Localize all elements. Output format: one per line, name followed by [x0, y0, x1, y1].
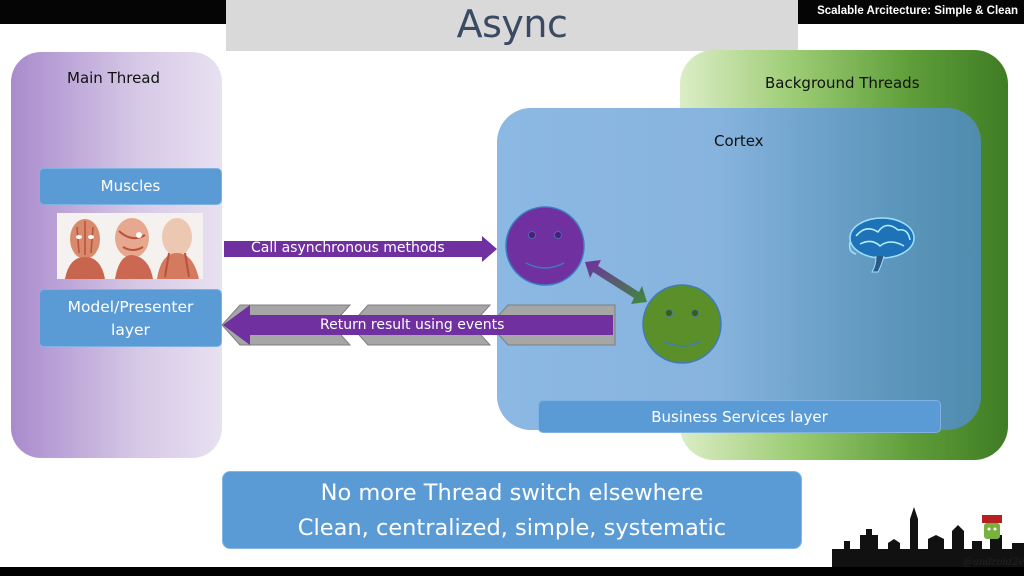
note-line-2: Clean, centralized, simple, systematic	[297, 515, 727, 541]
head-front	[65, 219, 105, 279]
presenter-label-line2: layer	[111, 321, 150, 339]
return-arrow	[221, 304, 616, 346]
bottom-bar	[0, 567, 1024, 576]
green-smiley	[642, 284, 722, 364]
header-tag: Scalable Arcitecture: Simple & Clean	[817, 5, 1018, 17]
slide-title: Async	[456, 2, 568, 46]
call-arrow-shape	[224, 236, 497, 262]
head-back	[157, 218, 199, 279]
head-side	[115, 218, 153, 279]
return-bar	[223, 305, 613, 345]
call-arrow	[224, 236, 497, 262]
android-robot-icon	[982, 515, 1002, 539]
city-skyline-logo	[832, 507, 1024, 567]
call-label: Call asynchronous methods	[251, 240, 445, 256]
business-services-label: Business Services layer	[651, 408, 828, 426]
purple-smiley	[505, 206, 585, 286]
cortex-label: Cortex	[714, 132, 764, 150]
muscles-image	[57, 213, 203, 279]
main-thread-label: Main Thread	[67, 69, 161, 87]
muscles-box: Muscles	[39, 168, 222, 205]
model-presenter-box: Model/Presenter layer	[39, 289, 222, 347]
author-handle: @android2ee	[963, 557, 1024, 568]
return-label: Return result using events	[320, 317, 505, 333]
brain-icon	[848, 217, 915, 273]
business-services-box: Business Services layer	[538, 400, 941, 433]
presenter-label-line1: Model/Presenter	[67, 298, 194, 316]
background-threads-label: Background Threads	[765, 74, 920, 92]
note-line-1: No more Thread switch elsewhere	[320, 480, 704, 506]
cortex-panel	[497, 108, 981, 430]
bidirectional-arrow	[585, 260, 647, 304]
title-background	[226, 0, 798, 51]
muscles-label: Muscles	[100, 177, 161, 195]
summary-note: No more Thread switch elsewhere Clean, c…	[222, 471, 802, 549]
